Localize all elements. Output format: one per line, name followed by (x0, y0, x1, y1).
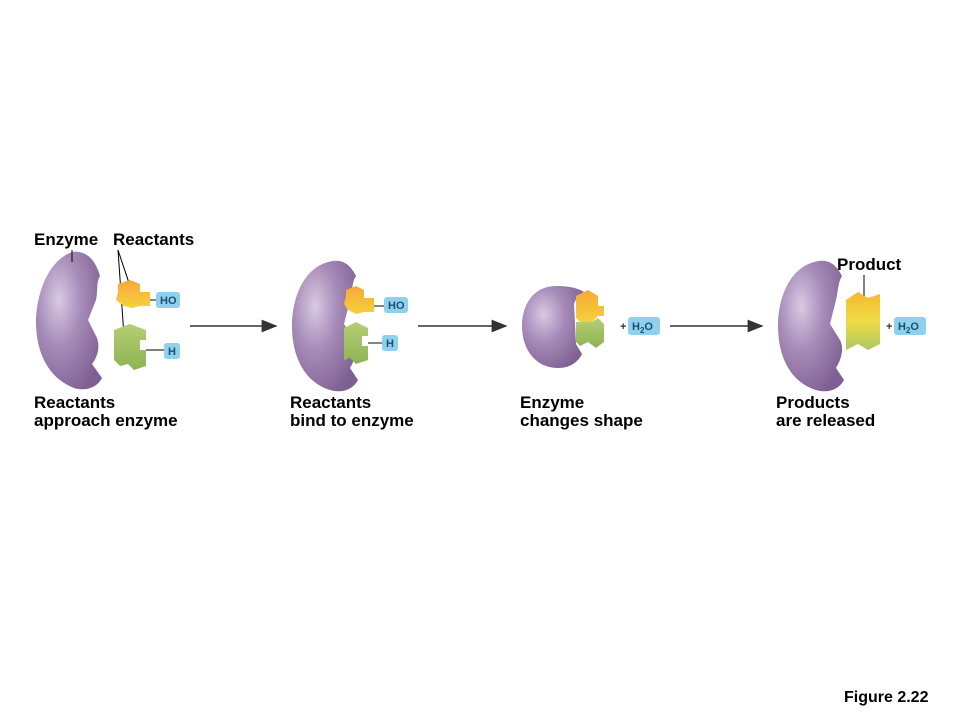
water-label-2: H2O (898, 321, 919, 335)
step-caption-4-line1: Products (776, 393, 850, 412)
step-caption-4-line2: are released (776, 411, 876, 430)
h-tag-1 (164, 343, 180, 359)
step-caption-4: Products are released (776, 394, 875, 430)
step-caption-2: Reactants bind to enzyme (290, 394, 414, 430)
step-caption-1-line2: approach enzyme (34, 411, 178, 430)
reactant-orange-2 (344, 286, 374, 314)
reactant-green-1 (114, 324, 146, 370)
water-label-1: H2O (632, 321, 653, 335)
ho-tag-1 (156, 292, 180, 308)
reactants-label: Reactants (113, 230, 195, 249)
product-label: Product (837, 255, 902, 274)
enzyme-shape-3 (522, 286, 584, 368)
enzyme-shape-2 (292, 260, 358, 392)
h-tag-2 (382, 335, 398, 351)
enzyme-label: Enzyme (34, 230, 99, 249)
step-caption-1: Reactants approach enzyme (34, 394, 178, 430)
ho-tag-2 (384, 297, 408, 313)
enzyme-shape-4 (778, 260, 844, 392)
reactant-orange-1 (116, 280, 150, 308)
ho-label-2: HO (388, 300, 405, 312)
product-molecule (846, 292, 880, 350)
plus-sign-2: + (886, 321, 892, 333)
h-label-2: H (386, 338, 394, 350)
step-caption-1-line1: Reactants (34, 393, 116, 412)
enzyme-shape-1 (36, 251, 102, 390)
stage-2: HO H (292, 260, 408, 392)
water-tag-2 (894, 317, 926, 335)
step-caption-2-line1: Reactants (290, 393, 372, 412)
stage-3: + H2O (522, 286, 660, 368)
ho-label-1: HO (160, 295, 177, 307)
step-caption-2-line2: bind to enzyme (290, 411, 414, 430)
plus-sign-1: + (620, 321, 626, 333)
stage-4: + H2O (778, 260, 926, 392)
stage-1: HO H (36, 249, 180, 390)
h-label-1: H (168, 346, 176, 358)
water-tag-1 (628, 317, 660, 335)
step-caption-3-line2: changes shape (520, 411, 643, 430)
step-caption-3: Enzyme changes shape (520, 394, 643, 430)
figure-number: Figure 2.22 (844, 689, 929, 706)
step-caption-3-line1: Enzyme (520, 393, 585, 412)
reactant-green-2 (344, 322, 368, 364)
bound-reactant-orange (576, 290, 604, 322)
bound-reactant-green (576, 318, 604, 348)
